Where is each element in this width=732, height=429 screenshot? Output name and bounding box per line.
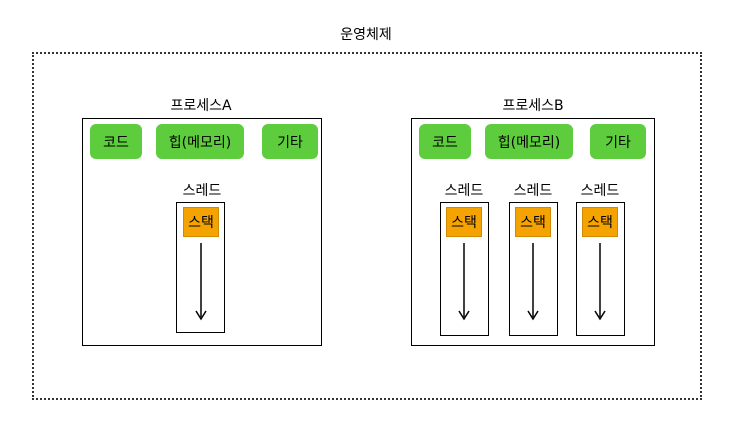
- process-b-thread-2-stack-growth-arrow: [527, 243, 539, 321]
- process-b-thread-1-label: 스레드: [444, 183, 484, 199]
- os-title: 운영체제: [340, 27, 392, 43]
- process-b-thread-1-stack-growth-arrow: [458, 243, 470, 321]
- process-a-thread-label: 스레드: [182, 183, 222, 199]
- process-b-thread-1-stack: 스택: [446, 207, 482, 237]
- process-b-thread-2-label: 스레드: [513, 183, 553, 199]
- process-a-stack-growth-arrow: [195, 243, 207, 321]
- process-b-thread-3-stack-growth-arrow: [594, 243, 606, 321]
- process-a-title: 프로세스A: [170, 98, 232, 114]
- process-b-thread-3-stack: 스택: [582, 207, 618, 237]
- process-b-heap-segment: 힙(메모리): [485, 124, 573, 159]
- process-a-code-segment: 코드: [90, 124, 142, 159]
- process-b-title: 프로세스B: [502, 98, 564, 114]
- process-a-etc-segment: 기타: [262, 124, 318, 159]
- process-b-thread-2-stack: 스택: [515, 207, 551, 237]
- process-b-thread-3-label: 스레드: [580, 183, 620, 199]
- process-a-heap-segment: 힙(메모리): [156, 124, 244, 159]
- process-b-code-segment: 코드: [419, 124, 471, 159]
- process-a-stack: 스택: [183, 207, 219, 237]
- process-b-etc-segment: 기타: [590, 124, 646, 159]
- os-container: [32, 52, 702, 400]
